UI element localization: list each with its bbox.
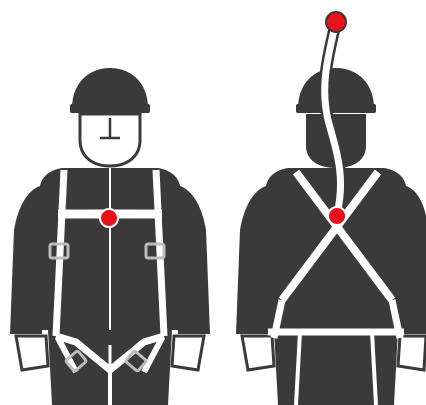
back-right-arm xyxy=(400,186,426,334)
right-arm xyxy=(174,186,210,334)
front-figure xyxy=(10,68,210,405)
back-legs xyxy=(274,330,398,405)
back-left-hand xyxy=(242,336,274,370)
back-figure xyxy=(236,12,426,405)
hard-hat-icon xyxy=(70,68,150,113)
back-right-hand xyxy=(398,336,426,370)
left-arm xyxy=(10,186,46,334)
dorsal-attachment-red-dot-icon xyxy=(328,207,346,225)
lanyard-end-red-dot-icon xyxy=(326,12,346,32)
right-hand xyxy=(172,336,204,370)
back-left-arm xyxy=(236,186,272,334)
face xyxy=(80,114,140,166)
hard-hat-icon xyxy=(296,68,376,113)
front-attachment-red-dot-icon xyxy=(100,209,118,227)
left-hand xyxy=(16,336,48,370)
